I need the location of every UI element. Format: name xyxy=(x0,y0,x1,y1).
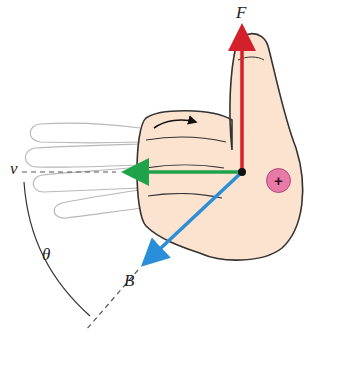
field-arrow xyxy=(146,172,242,262)
vector-label: v xyxy=(10,160,18,177)
vector-label: B xyxy=(124,272,134,289)
vector-label: F xyxy=(236,4,246,21)
vector-label: θ xyxy=(42,246,50,263)
velocity-arrow xyxy=(128,170,242,174)
charge-sign: + xyxy=(274,173,283,188)
charge-circle: + xyxy=(266,168,291,193)
ghost-fingers xyxy=(25,123,142,218)
hand xyxy=(137,34,303,260)
force-arrow xyxy=(240,30,244,172)
